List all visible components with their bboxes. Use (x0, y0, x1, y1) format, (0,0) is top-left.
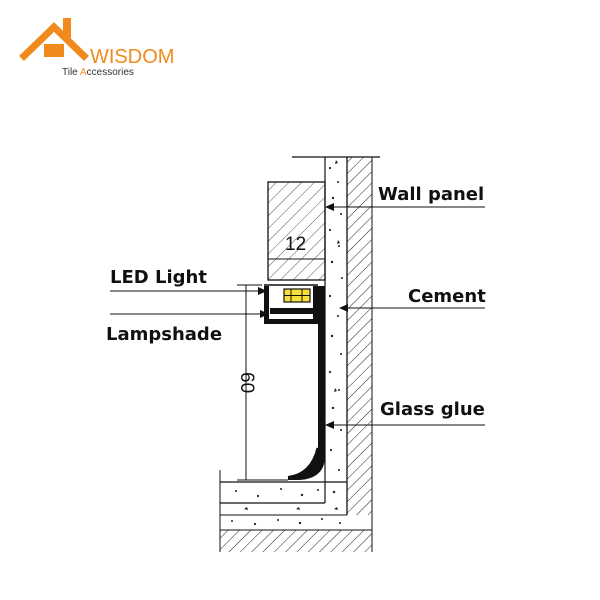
profile-top-frame (264, 286, 318, 324)
dimension-height-label: 60 (236, 372, 257, 393)
label-cement: Cement (408, 286, 486, 307)
lampshade-strip (270, 308, 313, 314)
wall-panel (267, 181, 326, 281)
wall-bottom-hatch (220, 530, 372, 552)
callout-labels: Wall panel LED Light Cement Lampshade Gl… (106, 184, 486, 420)
dimension-height: 60 (236, 284, 288, 481)
cement-specks (231, 160, 343, 526)
wall (220, 156, 380, 552)
callout-leaders (110, 203, 485, 429)
wall-panel-body (267, 181, 326, 281)
led-light-icon (283, 288, 311, 303)
brand-logo: WISDOM Tile Accessories (19, 18, 174, 78)
dimension-width: 12 (267, 234, 326, 266)
dimension-width-label: 12 (285, 234, 306, 255)
wall-hatch (347, 157, 372, 515)
brand-name: WISDOM (90, 46, 174, 68)
house-icon (19, 18, 89, 61)
profile-back-plate (288, 286, 325, 480)
label-lampshade: Lampshade (106, 324, 222, 345)
skirting-profile (264, 284, 325, 480)
brand-tagline: Tile Accessories (62, 67, 134, 78)
profile-foot-curve (287, 447, 320, 480)
label-glass-glue: Glass glue (380, 399, 485, 420)
label-wall-panel: Wall panel (378, 184, 484, 205)
label-led-light: LED Light (110, 267, 207, 288)
